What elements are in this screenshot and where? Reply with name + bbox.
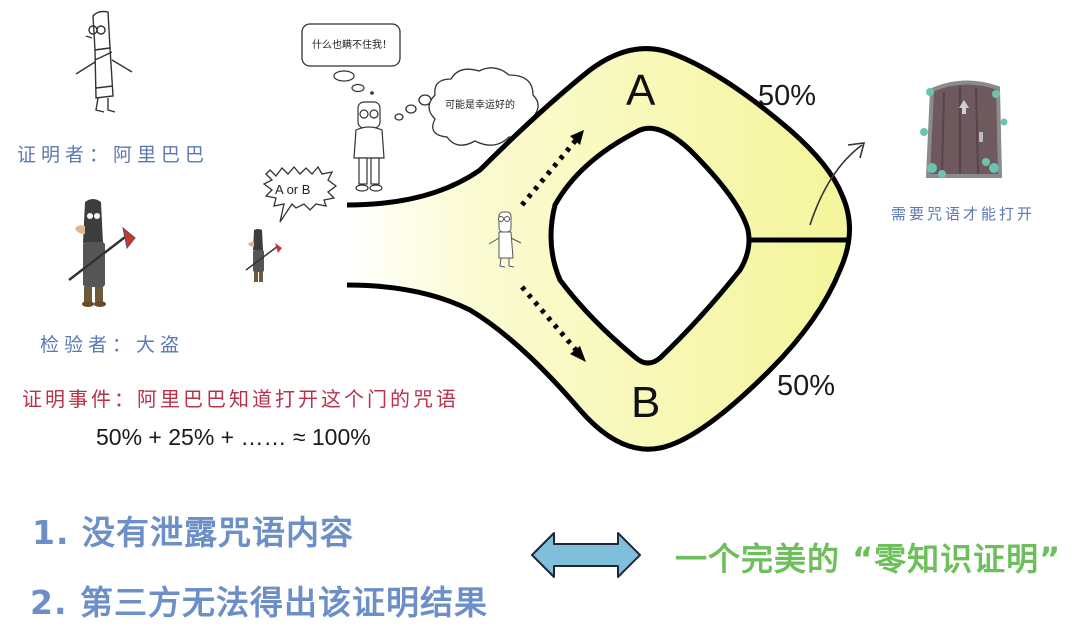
path-b-label: B: [631, 378, 661, 427]
zero-knowledge-result: 一个完美的 “零知识证明”: [675, 540, 1062, 578]
probability-formula: 50% + 25% + …… ≈ 100%: [96, 424, 371, 450]
prob-b-label: 50%: [777, 370, 836, 402]
alibaba-in-cave-icon: [488, 211, 522, 268]
path-a-label: A: [626, 66, 656, 115]
double-arrow-icon: [531, 532, 641, 578]
observer-figure-icon: [353, 101, 385, 192]
verifier-label: 检验者：大盗: [40, 334, 185, 356]
bandit-figure-icon: [68, 199, 136, 307]
alibaba-figure-icon: [75, 10, 133, 113]
verifier-speech: A or B: [275, 182, 311, 197]
conclusion-point-1: 1. 没有泄露咒语内容: [32, 513, 354, 552]
prob-a-label: 50%: [758, 80, 817, 112]
proof-statement: 证明事件：阿里巴巴知道打开这个门的咒语: [22, 387, 459, 411]
cave-inner: [548, 125, 752, 366]
observer-box-text: 什么也瞒不住我！: [312, 40, 392, 51]
speech-bubble-shape: [262, 165, 338, 223]
observer-thought-cloud: [394, 67, 539, 146]
prover-label: 证明者：阿里巴巴: [17, 144, 210, 166]
small-bandit-icon: [245, 229, 282, 282]
magic-door-icon: [920, 80, 1008, 178]
conclusion-point-2: 2. 第三方无法得出该证明结果: [30, 583, 488, 622]
observer-thought-text: 可能是幸运好的: [445, 100, 515, 111]
observer-box-bubble: [301, 23, 401, 95]
door-caption: 需要咒语才能打开: [891, 205, 1036, 223]
